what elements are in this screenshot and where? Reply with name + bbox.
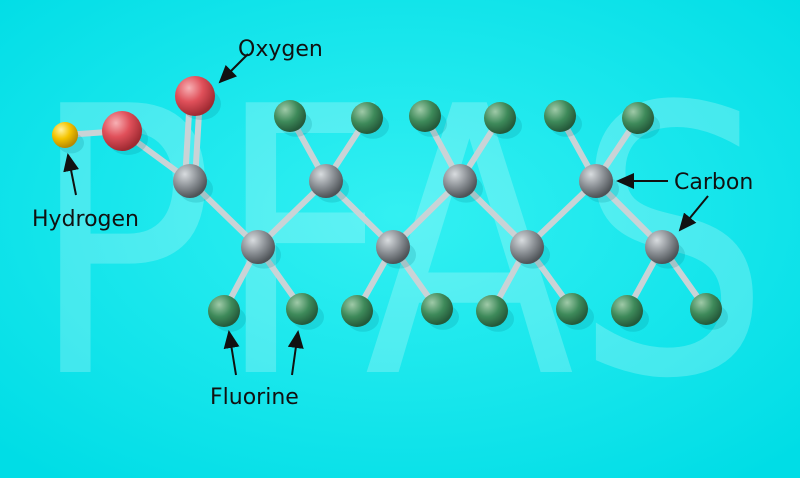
fluorine-atom [286,293,318,325]
fluorine-atom [484,102,516,134]
fluorine-atom [476,295,508,327]
fluorine-atom [622,102,654,134]
fluorine-arrow-1 [223,330,240,376]
hydrogen-arrow [63,153,79,196]
fluorine-atom [341,295,373,327]
hydrogen-label: Hydrogen [32,207,139,232]
atoms [52,76,728,332]
fluorine-atom [544,100,576,132]
carbon-atom [173,164,207,198]
carbon-atom [241,230,275,264]
carbon-atom [376,230,410,264]
fluorine-atom [351,102,383,134]
carbon-atom [443,164,477,198]
oxygen-arrow [218,53,249,84]
oxygen-label: Oxygen [238,37,323,62]
fluorine-atom [208,295,240,327]
fluorine-atom [421,293,453,325]
fluorine-atom [611,295,643,327]
carbon-arrow-2 [678,195,709,232]
hydrogen-atom [52,122,78,148]
fluorine-label: Fluorine [210,385,299,410]
carbon-atom [579,164,613,198]
oxygen-atom [175,76,215,116]
fluorine-atom [556,293,588,325]
carbon-atom [510,230,544,264]
oxygen-atom [102,111,142,151]
arrows [63,53,709,376]
carbon-atom [309,164,343,198]
fluorine-atom [274,100,306,132]
fluorine-atom [409,100,441,132]
carbon-label: Carbon [674,170,753,195]
fluorine-atom [690,293,722,325]
carbon-atom [645,230,679,264]
fluorine-arrow-2 [287,330,304,376]
